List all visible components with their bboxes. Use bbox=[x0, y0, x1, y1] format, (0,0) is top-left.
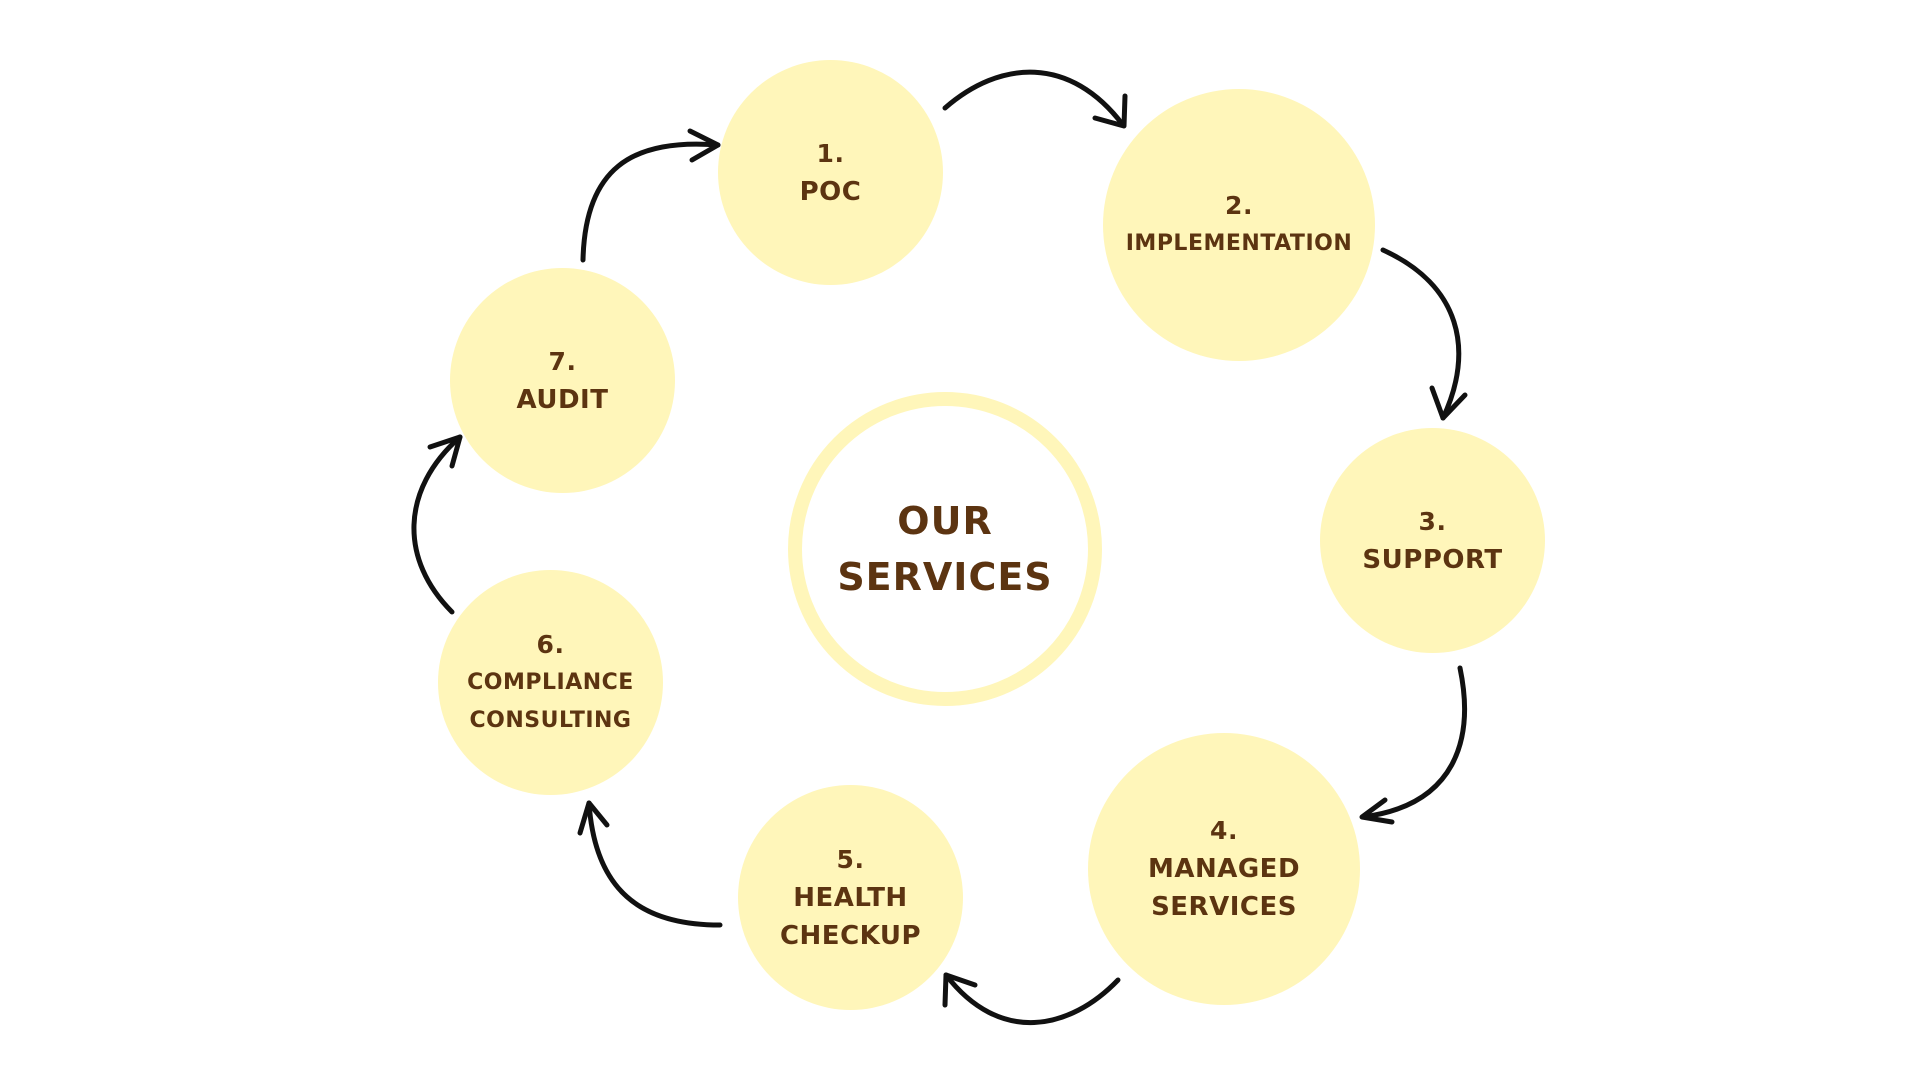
arrow-4-to-5 bbox=[942, 972, 1121, 1025]
step-number: 5. bbox=[836, 844, 865, 874]
arrow-6-to-7 bbox=[411, 434, 463, 615]
arrow-5-to-6 bbox=[577, 800, 723, 928]
step-label: MANAGED SERVICES bbox=[1147, 854, 1301, 922]
step-label: IMPLEMENTATION bbox=[1125, 231, 1353, 256]
center-title: OUR SERVICES bbox=[837, 499, 1053, 599]
step-number: 2. bbox=[1225, 191, 1253, 220]
arrow-1-to-2 bbox=[942, 69, 1128, 129]
step-label: COMPLIANCE CONSULTING bbox=[467, 669, 634, 733]
step-number: 1. bbox=[816, 138, 845, 168]
step-1-poc: 1. POC bbox=[718, 60, 943, 285]
step-3-support: 3. SUPPORT bbox=[1320, 428, 1545, 653]
center-title-circle: OUR SERVICES bbox=[788, 392, 1102, 706]
step-number: 6. bbox=[536, 629, 565, 659]
step-6-compliance-consulting: 6. COMPLIANCE CONSULTING bbox=[438, 570, 663, 795]
step-number: 3. bbox=[1418, 506, 1447, 536]
arrow-7-to-1 bbox=[580, 128, 721, 263]
step-number: 4. bbox=[1210, 816, 1238, 845]
arrow-2-to-3 bbox=[1380, 247, 1468, 421]
arrow-3-to-4 bbox=[1359, 665, 1468, 825]
step-4-managed-services: 4. MANAGED SERVICES bbox=[1088, 733, 1360, 1005]
step-2-implementation: 2. IMPLEMENTATION bbox=[1103, 89, 1375, 361]
step-label: AUDIT bbox=[516, 384, 609, 415]
step-label: POC bbox=[799, 176, 862, 207]
step-label: SUPPORT bbox=[1362, 544, 1503, 575]
step-label: HEALTH CHECKUP bbox=[779, 882, 922, 951]
step-number: 7. bbox=[548, 346, 577, 376]
step-7-audit: 7. AUDIT bbox=[450, 268, 675, 493]
step-5-health-checkup: 5. HEALTH CHECKUP bbox=[738, 785, 963, 1010]
